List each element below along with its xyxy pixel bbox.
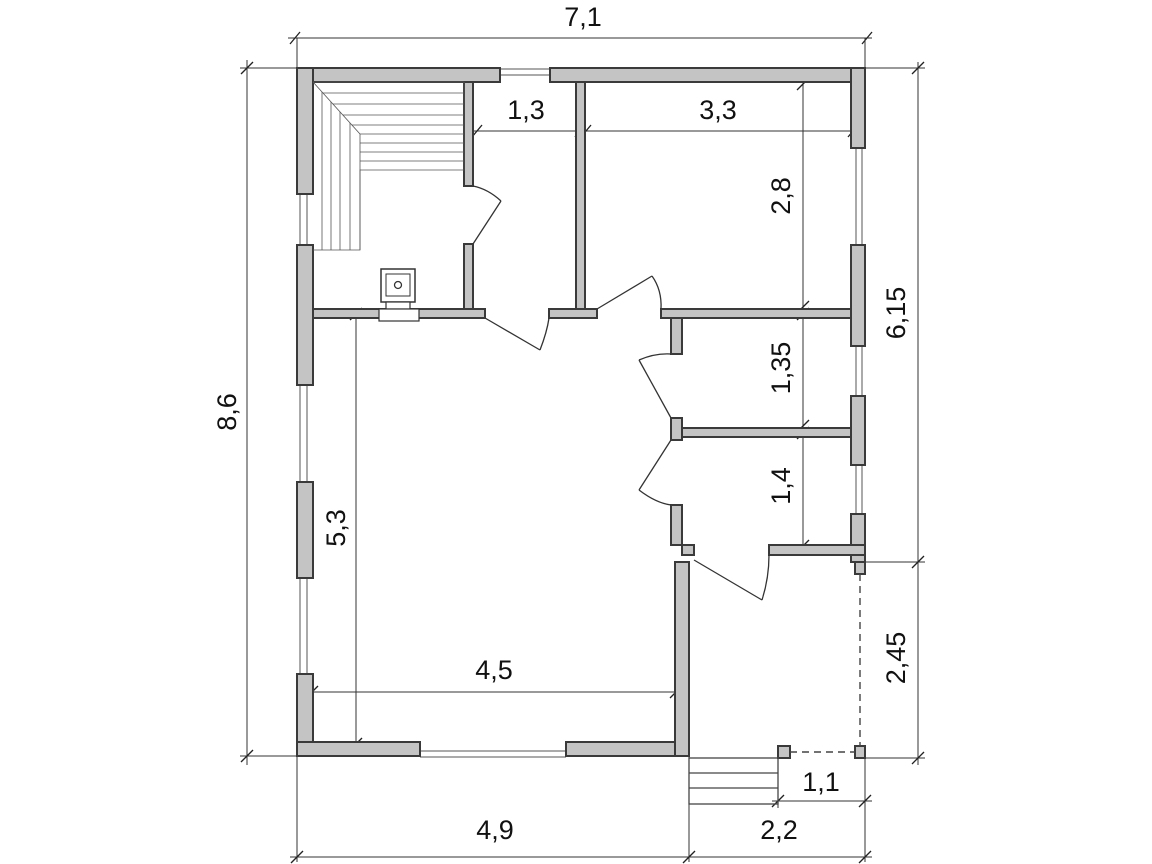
porch-outline bbox=[790, 574, 861, 753]
sauna-stove bbox=[378, 268, 420, 322]
dim-main-hall-height: 5,3 bbox=[321, 509, 351, 547]
dim-overall-height: 8,6 bbox=[212, 393, 242, 431]
dim-small-room-1-height: 1,35 bbox=[766, 342, 796, 395]
dimension-lines bbox=[240, 31, 925, 864]
walls bbox=[296, 67, 866, 759]
dim-washroom-width: 1,3 bbox=[507, 95, 545, 125]
dim-small-room-2-height: 1,4 bbox=[766, 467, 796, 505]
porch-stairs bbox=[688, 757, 779, 805]
dim-overall-width: 7,1 bbox=[564, 2, 602, 32]
sauna-benches bbox=[312, 81, 465, 251]
dim-bottom-left-width: 4,9 bbox=[476, 815, 514, 845]
dim-right-lower-height: 2,45 bbox=[881, 632, 911, 685]
doors bbox=[472, 185, 770, 601]
dim-room-top-right-height: 2,8 bbox=[766, 177, 796, 215]
dimension-labels: 7,1 8,6 6,15 2,45 4,9 2,2 1,1 1,3 3,3 2,… bbox=[212, 2, 911, 845]
dim-porch-width: 1,1 bbox=[802, 767, 840, 797]
dim-main-hall-width: 4,5 bbox=[475, 655, 513, 685]
dim-room-top-right-width: 3,3 bbox=[699, 95, 737, 125]
windows bbox=[299, 68, 863, 758]
dim-right-upper-height: 6,15 bbox=[881, 287, 911, 340]
dim-bottom-right-width: 2,2 bbox=[760, 815, 798, 845]
